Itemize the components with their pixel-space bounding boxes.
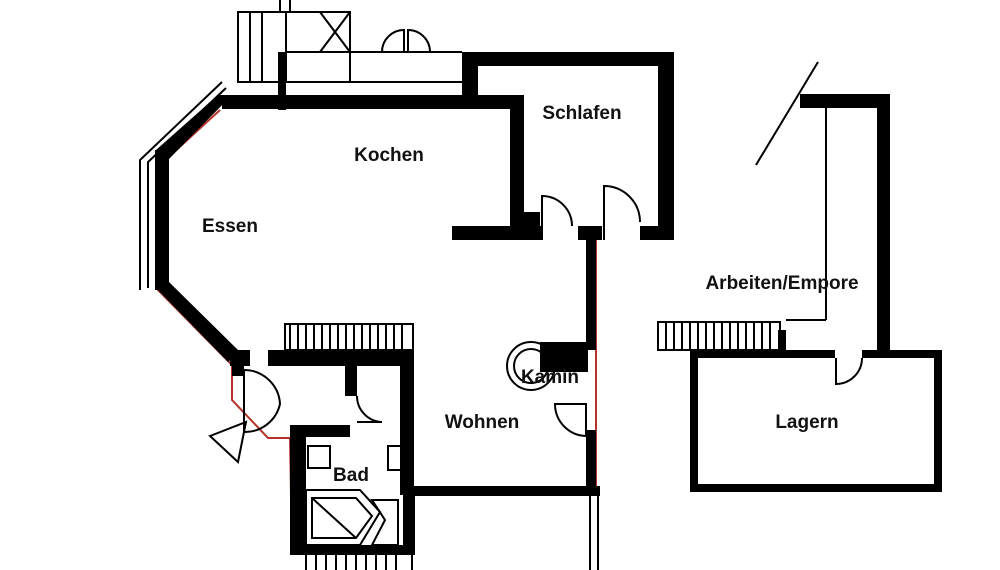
room-label-essen: Essen: [202, 216, 258, 237]
room-labels: Kochen Schlafen Essen Arbeiten/Empore Ka…: [202, 103, 859, 486]
room-label-kamin: Kamin: [521, 367, 579, 388]
walls: [155, 52, 942, 555]
room-label-arbeiten-empore: Arbeiten/Empore: [705, 273, 858, 294]
room-label-bad: Bad: [333, 465, 369, 486]
room-label-wohnen: Wohnen: [445, 412, 520, 433]
room-label-schlafen: Schlafen: [542, 103, 621, 124]
room-label-kochen: Kochen: [354, 145, 424, 166]
thin-lines: [139, 0, 863, 570]
room-label-lagern: Lagern: [775, 412, 838, 433]
